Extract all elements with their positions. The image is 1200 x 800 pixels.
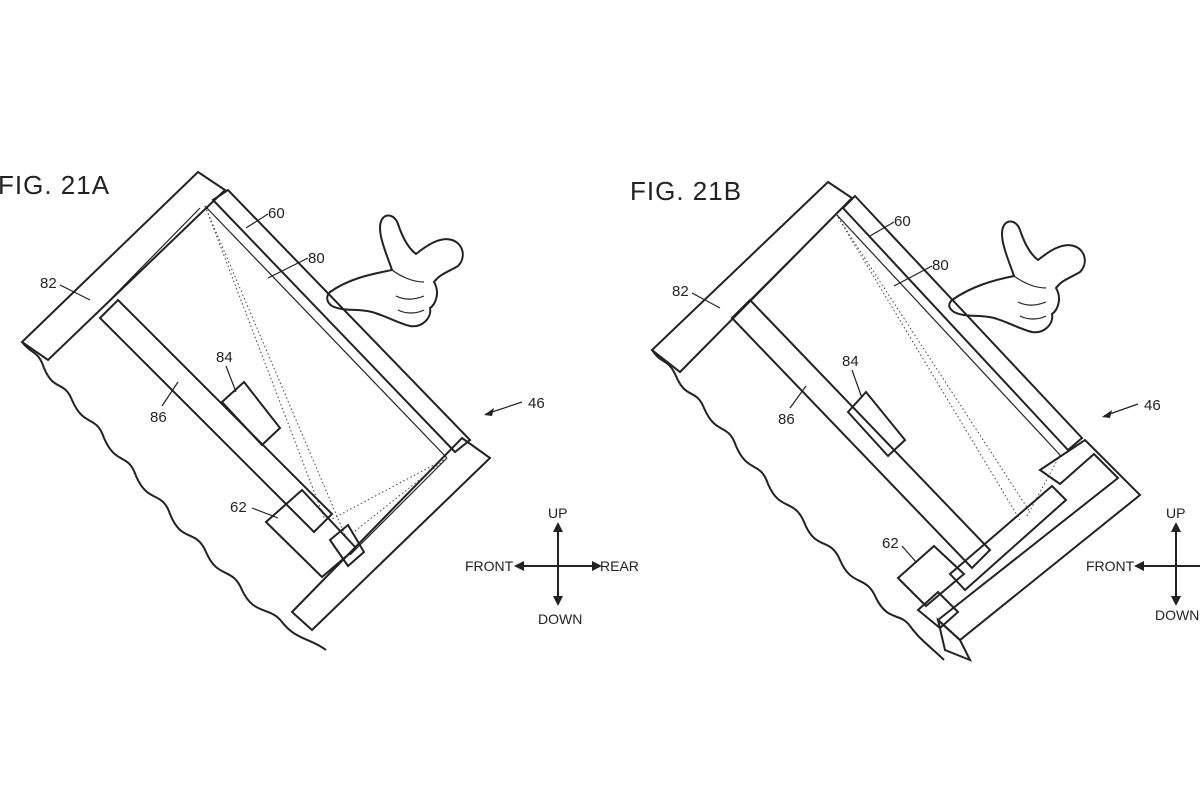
housing-bottom-b <box>936 617 973 662</box>
label-46: 46 <box>528 395 545 412</box>
label-86-b: 86 <box>778 411 795 428</box>
block-84 <box>220 380 282 447</box>
figure-21b-title: FIG. 21B <box>630 176 742 206</box>
housing-82-b <box>650 180 945 661</box>
label-60: 60 <box>268 205 285 222</box>
label-82-b: 82 <box>672 283 689 300</box>
direction-indicator-21a: UP DOWN FRONT REAR <box>465 505 639 627</box>
projector-62 <box>264 488 366 579</box>
plate-86 <box>98 298 334 534</box>
figure-21a: FIG. 21A <box>0 170 639 651</box>
direction-up: UP <box>548 505 567 521</box>
label-46-b: 46 <box>1144 397 1161 414</box>
direction-indicator-21b: UP DOWN FRONT <box>1086 505 1200 623</box>
direction-front-b: FRONT <box>1086 558 1135 574</box>
direction-down-b: DOWN <box>1155 607 1199 623</box>
direction-down: DOWN <box>538 611 582 627</box>
reference-labels-21b: 60 80 82 84 86 62 46 <box>672 213 1161 563</box>
pointing-hand-icon <box>326 214 464 328</box>
bracket-b <box>936 438 1142 642</box>
projector-62-b <box>896 544 966 630</box>
label-86: 86 <box>150 409 167 426</box>
label-84: 84 <box>216 349 233 366</box>
light-beams <box>204 205 448 536</box>
label-62: 62 <box>230 499 247 516</box>
label-82: 82 <box>40 275 57 292</box>
label-62-b: 62 <box>882 535 899 552</box>
pointing-hand-icon-b <box>948 220 1086 334</box>
figure-21b: FIG. 21B <box>630 176 1200 662</box>
plate-86-b <box>730 298 992 570</box>
label-80: 80 <box>308 250 325 267</box>
direction-front: FRONT <box>465 558 514 574</box>
display-panel-60 <box>204 188 472 459</box>
label-84-b: 84 <box>842 353 859 370</box>
label-80-b: 80 <box>932 257 949 274</box>
figure-21a-title: FIG. 21A <box>0 170 110 200</box>
block-84-b <box>846 390 907 458</box>
direction-rear: REAR <box>600 558 639 574</box>
display-panel-60-b <box>835 194 1084 456</box>
direction-up-b: UP <box>1166 505 1185 521</box>
reference-labels-21a: 60 80 82 84 86 62 46 <box>40 205 545 519</box>
light-beams-b <box>835 213 1061 521</box>
label-60-b: 60 <box>894 213 911 230</box>
